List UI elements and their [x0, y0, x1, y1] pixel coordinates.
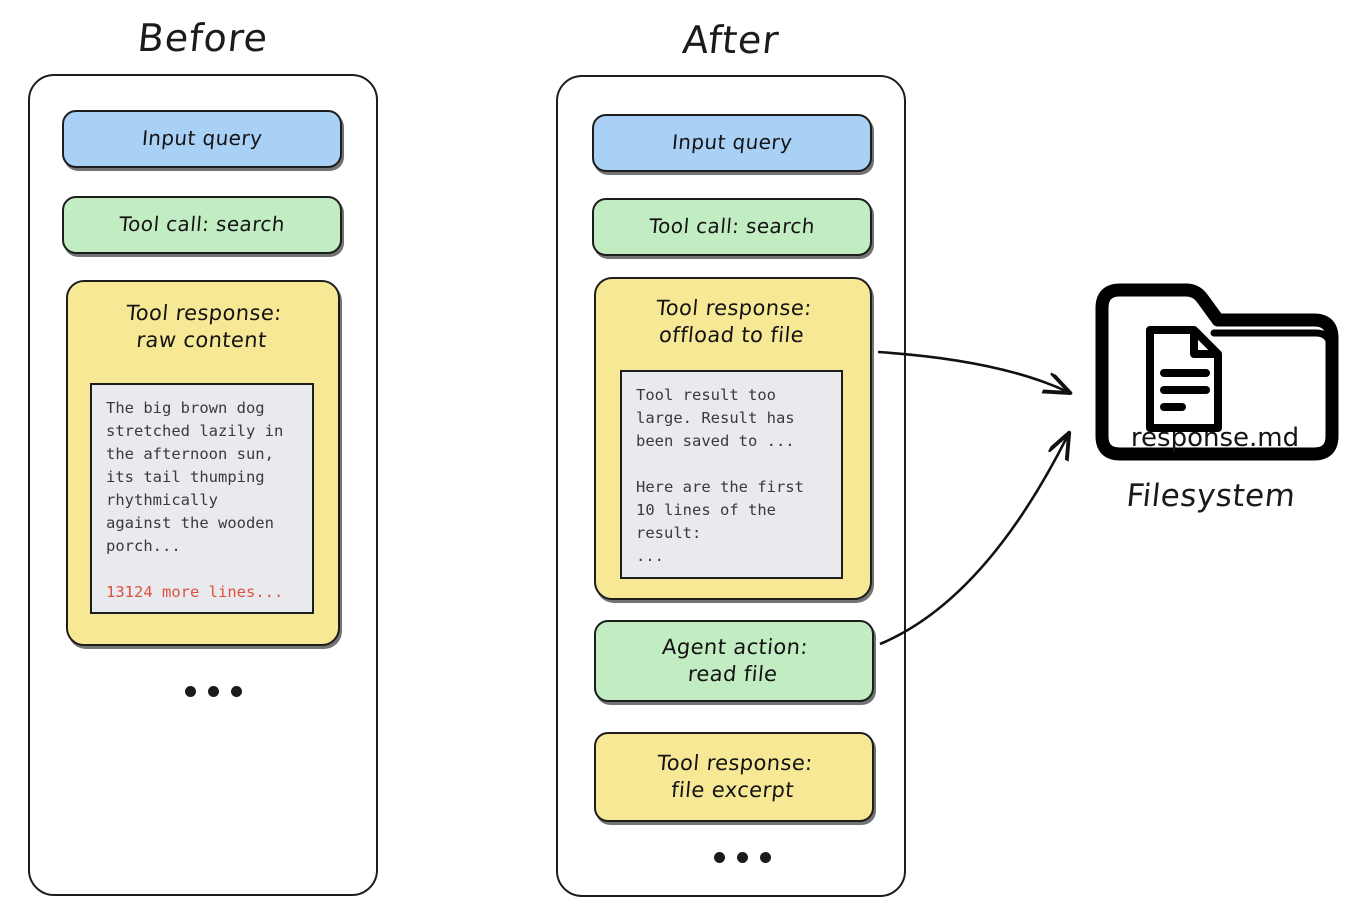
dot-icon	[185, 686, 196, 697]
after-input-query-label: Input query	[670, 130, 794, 155]
filesystem-caption: Filesystem	[1124, 478, 1298, 514]
panel-title-before: Before	[135, 16, 271, 60]
dot-icon	[208, 686, 219, 697]
arrow-read-from-filesystem	[879, 435, 1068, 646]
before-code-more-lines-warning: 13124 more lines...	[106, 582, 284, 601]
before-ellipsis-icon	[185, 686, 242, 697]
filesystem-file-name: response.md	[1130, 423, 1300, 453]
before-raw-content-code-pane: The big brown dog stretched lazily in th…	[90, 383, 314, 614]
dot-icon	[714, 852, 725, 863]
panel-title-after: After	[680, 18, 782, 62]
before-input-query-box[interactable]: Input query	[62, 110, 342, 168]
before-code-body: The big brown dog stretched lazily in th…	[106, 399, 284, 555]
arrow-offload-to-filesystem	[877, 350, 1068, 392]
after-tool-call-box[interactable]: Tool call: search	[592, 198, 872, 256]
after-ellipsis-icon	[714, 852, 771, 863]
after-file-excerpt-label: Tool response: file excerpt	[656, 751, 815, 802]
after-code-body: Tool result too large. Result has been s…	[636, 386, 804, 565]
before-tool-call-label: Tool call: search	[118, 212, 287, 237]
dot-icon	[737, 852, 748, 863]
before-input-query-label: Input query	[140, 126, 264, 151]
after-tool-call-label: Tool call: search	[648, 214, 817, 239]
dot-icon	[231, 686, 242, 697]
after-input-query-box[interactable]: Input query	[592, 114, 872, 172]
folder-icon	[1095, 283, 1339, 461]
before-tool-call-box[interactable]: Tool call: search	[62, 196, 342, 254]
dot-icon	[760, 852, 771, 863]
before-tool-response-label: Tool response: raw content	[125, 301, 284, 352]
after-agent-action-box[interactable]: Agent action: read file	[594, 620, 874, 702]
after-file-excerpt-box[interactable]: Tool response: file excerpt	[594, 732, 874, 822]
after-tool-response-label: Tool response: offload to file	[655, 296, 814, 347]
filesystem-group[interactable]: response.md Filesystem	[1090, 278, 1350, 523]
after-offload-message-code-pane: Tool result too large. Result has been s…	[620, 370, 843, 579]
after-agent-action-label: Agent action: read file	[661, 635, 810, 686]
